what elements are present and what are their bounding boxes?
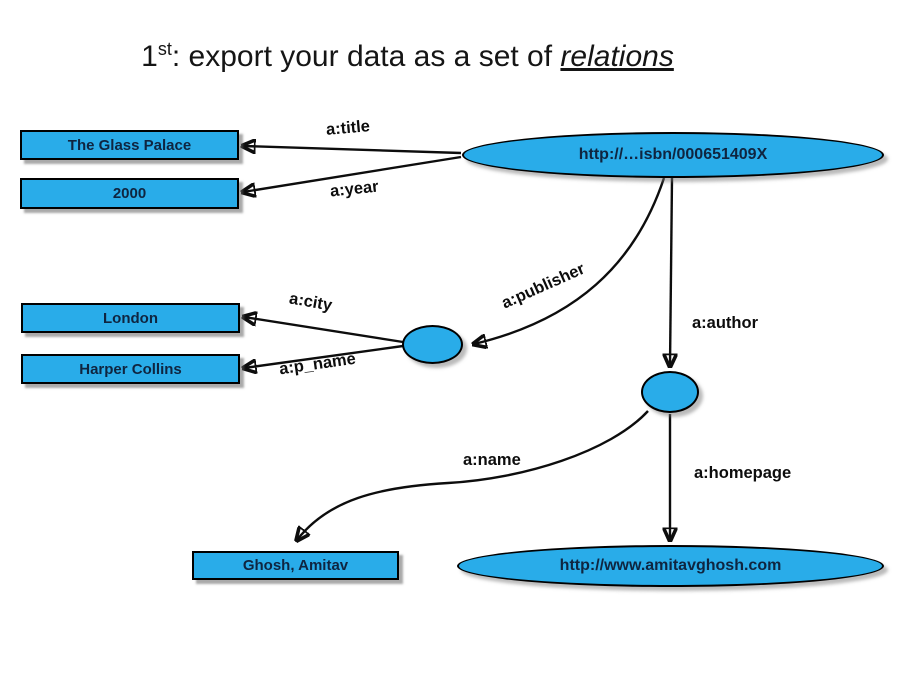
node-harper-collins: Harper Collins — [21, 354, 240, 384]
node-label: 2000 — [112, 185, 147, 202]
node-year-2000: 2000 — [20, 178, 239, 209]
edge-label-a-name: a:name — [463, 451, 521, 469]
edge-label-a-p-name: a:p_name — [278, 349, 357, 379]
edge-label-a-author: a:author — [692, 314, 758, 332]
edge-a-name-curve — [297, 410, 649, 540]
node-label: Harper Collins — [79, 360, 182, 378]
node-author-blank — [641, 371, 699, 413]
node-publisher-blank — [402, 325, 463, 364]
edge-label-a-homepage: a:homepage — [694, 464, 792, 482]
edge-label-a-title: a:title — [325, 117, 371, 139]
node-isbn-uri: http://…isbn/000651409X — [462, 132, 884, 178]
node-label: Ghosh, Amitav — [242, 557, 349, 574]
node-ghosh-amitav: Ghosh, Amitav — [192, 551, 399, 580]
edge-label-a-publisher: a:publisher — [498, 259, 588, 313]
edge-label-a-year: a:year — [329, 177, 380, 201]
node-the-glass-palace: The Glass Palace — [20, 130, 239, 160]
node-label: The Glass Palace — [67, 136, 192, 154]
node-label: http://www.amitavghosh.com — [559, 557, 782, 574]
edge-a-publisher-curve — [474, 177, 666, 344]
edge-a-city-line — [244, 317, 404, 344]
edge-label-a-city: a:city — [287, 289, 334, 315]
node-london: London — [21, 303, 240, 333]
title-ordinal: st — [157, 39, 172, 59]
node-homepage-uri: http://www.amitavghosh.com — [457, 545, 884, 587]
slide-title: 1st: export your data as a set of relati… — [0, 40, 815, 74]
edge-a-author-line — [670, 177, 672, 366]
title-number: 1 — [141, 40, 158, 73]
title-rest: : export your data as a set of — [171, 40, 561, 73]
node-label: London — [103, 309, 158, 327]
title-emphasis: relations — [560, 40, 674, 73]
edge-a-title-line — [243, 146, 462, 155]
node-label: http://…isbn/000651409X — [578, 146, 768, 163]
